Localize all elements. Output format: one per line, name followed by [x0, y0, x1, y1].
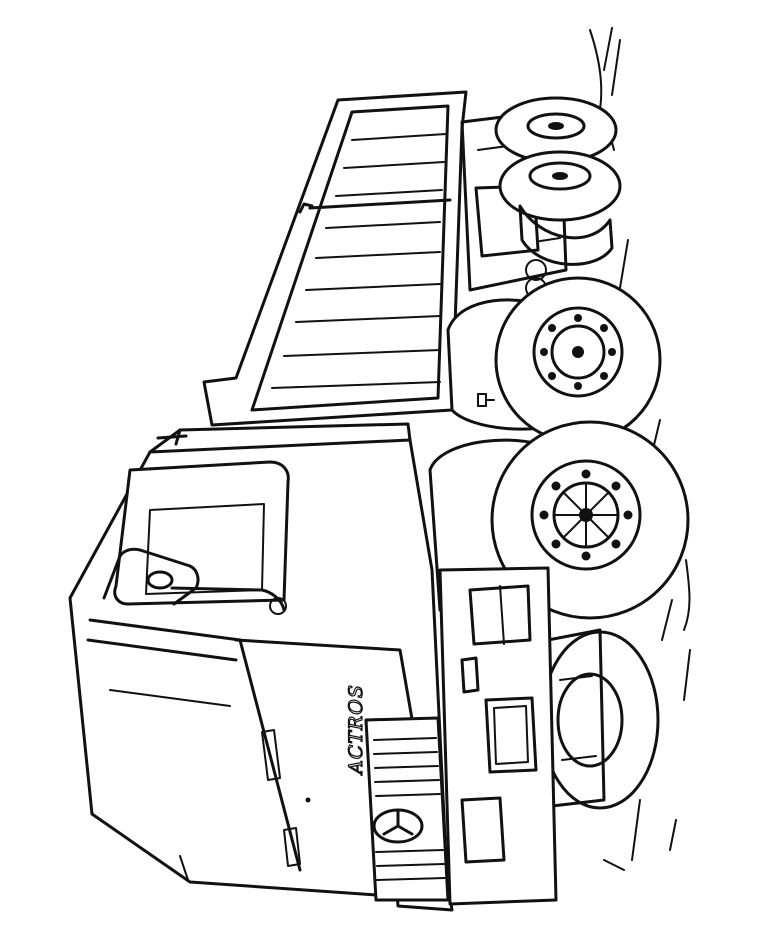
middle-wheel: [446, 276, 662, 444]
front-bumper: [438, 566, 558, 906]
grille-slats: [373, 737, 446, 881]
tipper-body: [202, 90, 468, 427]
hub-spokes: [553, 482, 619, 548]
tipper-ribs: [271, 133, 447, 389]
three-pointed-star-icon: [382, 810, 414, 836]
wheel-nuts: [540, 314, 616, 390]
steer-wheel: [540, 628, 660, 810]
front-wheel-nuts: [539, 469, 633, 561]
front-grille: ACTROS: [344, 684, 450, 902]
side-mirror: [102, 547, 287, 615]
rear-wheel-inner: [498, 150, 622, 266]
brand-badge: ACTROS: [345, 684, 367, 776]
